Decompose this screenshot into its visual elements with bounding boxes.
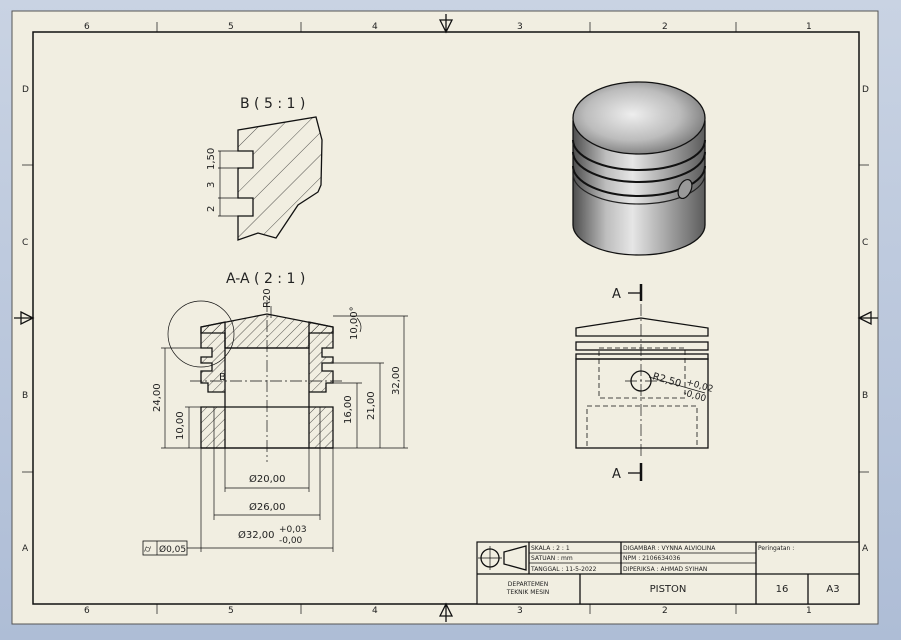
dim-height-21: 21,00 <box>366 391 377 420</box>
tb-skala: SKALA : 2 : 1 <box>531 545 570 552</box>
tb-diperiksa: DIPERIKSA : AHMAD SYIHAN <box>623 566 707 573</box>
row-labels: D C B A D C B A <box>22 85 869 554</box>
col-label-6: 6 <box>84 22 90 32</box>
col-label-3: 3 <box>517 22 523 32</box>
col-label-2: 2 <box>662 22 668 32</box>
tb-digambar: DIGAMBAR : VYNNA ALVIOLINA <box>623 545 716 552</box>
col-label-2-bottom: 2 <box>662 606 668 616</box>
row-label-a-right: A <box>862 544 869 554</box>
detail-view-b: B ( 5 : 1 ) 1,50 3 2 <box>206 96 323 241</box>
col-label-3-bottom: 3 <box>517 606 523 616</box>
dim-height-32: 32,00 <box>391 366 402 395</box>
detail-circle <box>167 300 235 368</box>
dim-height-10: 10,00 <box>175 411 186 440</box>
section-marker-bottom: A <box>612 467 621 482</box>
tb-dept-2: TEKNIK MESIN <box>506 589 550 596</box>
paper <box>11 10 879 625</box>
detail-view-title: B ( 5 : 1 ) <box>240 96 305 112</box>
row-label-d: D <box>22 85 29 95</box>
border-ticks <box>22 22 869 614</box>
dim-height-24: 24,00 <box>152 383 163 412</box>
col-label-6-bottom: 6 <box>84 606 90 616</box>
col-label-1: 1 <box>806 22 812 32</box>
detail-dim-land: 3 <box>206 182 217 188</box>
row-label-a: A <box>22 544 29 554</box>
detail-section-profile <box>237 116 323 241</box>
section-view-title: A-A ( 2 : 1 ) <box>226 271 305 287</box>
tb-dept-1: DEPARTEMEN <box>508 581 548 588</box>
projection-symbol-icon <box>478 545 527 571</box>
dim-dia-26: Ø26,00 <box>249 501 286 513</box>
row-label-c: C <box>22 238 28 248</box>
front-skirt <box>575 358 709 449</box>
cylindricity-frame <box>142 540 188 556</box>
centering-marks <box>14 14 878 622</box>
dim-r20: R20 <box>262 288 273 308</box>
tb-paper-size: A3 <box>826 584 839 595</box>
iso-top <box>572 81 706 155</box>
col-label-1-bottom: 1 <box>806 606 812 616</box>
column-labels: 6 5 4 3 2 1 6 5 4 3 2 1 <box>84 22 812 616</box>
detail-dim-groove: 1,50 <box>206 148 217 170</box>
dim-dia-20: Ø20,00 <box>249 473 286 485</box>
tb-peringatan: Peringatan : <box>758 545 794 552</box>
dim-dia-32-tol-lower: -0,00 <box>279 536 303 546</box>
section-view-aa: A-A ( 2 : 1 ) B R20 10,00° 32,00 21,00 1… <box>142 271 408 556</box>
detail-marker: B <box>219 372 226 383</box>
cylindricity-tolerance: Ø0,05 <box>159 544 186 555</box>
tb-part-name: PISTON <box>650 584 687 595</box>
tb-number: 16 <box>776 584 789 595</box>
tb-tanggal: TANGGAL : 11-5-2022 <box>530 566 597 573</box>
col-label-5-bottom: 5 <box>228 606 234 616</box>
iso-pin-hole <box>677 178 693 200</box>
dim-dia-32-tol-upper: +0,03 <box>279 525 307 535</box>
title-block: SKALA : 2 : 1 SATUAN : mm TANGGAL : 11-5… <box>476 541 860 605</box>
col-label-4-bottom: 4 <box>372 606 378 616</box>
detail-dim-two: 2 <box>206 206 217 212</box>
dim-height-16: 16,00 <box>343 395 354 424</box>
row-label-d-right: D <box>862 85 869 95</box>
tb-satuan: SATUAN : mm <box>531 555 573 562</box>
col-label-5: 5 <box>228 22 234 32</box>
row-label-b-right: B <box>862 391 868 401</box>
isometric-view <box>572 81 706 256</box>
tb-npm: NPM : 2106634036 <box>623 555 680 562</box>
section-marker-top: A <box>612 287 621 302</box>
iso-body <box>572 120 706 256</box>
dim-angle: 10,00° <box>349 306 360 340</box>
col-label-4: 4 <box>372 22 378 32</box>
cylindricity-symbol: ⌭ <box>144 544 152 555</box>
row-label-c-right: C <box>862 238 868 248</box>
row-label-b: B <box>22 391 28 401</box>
dim-dia-32: Ø32,00 <box>238 529 275 541</box>
